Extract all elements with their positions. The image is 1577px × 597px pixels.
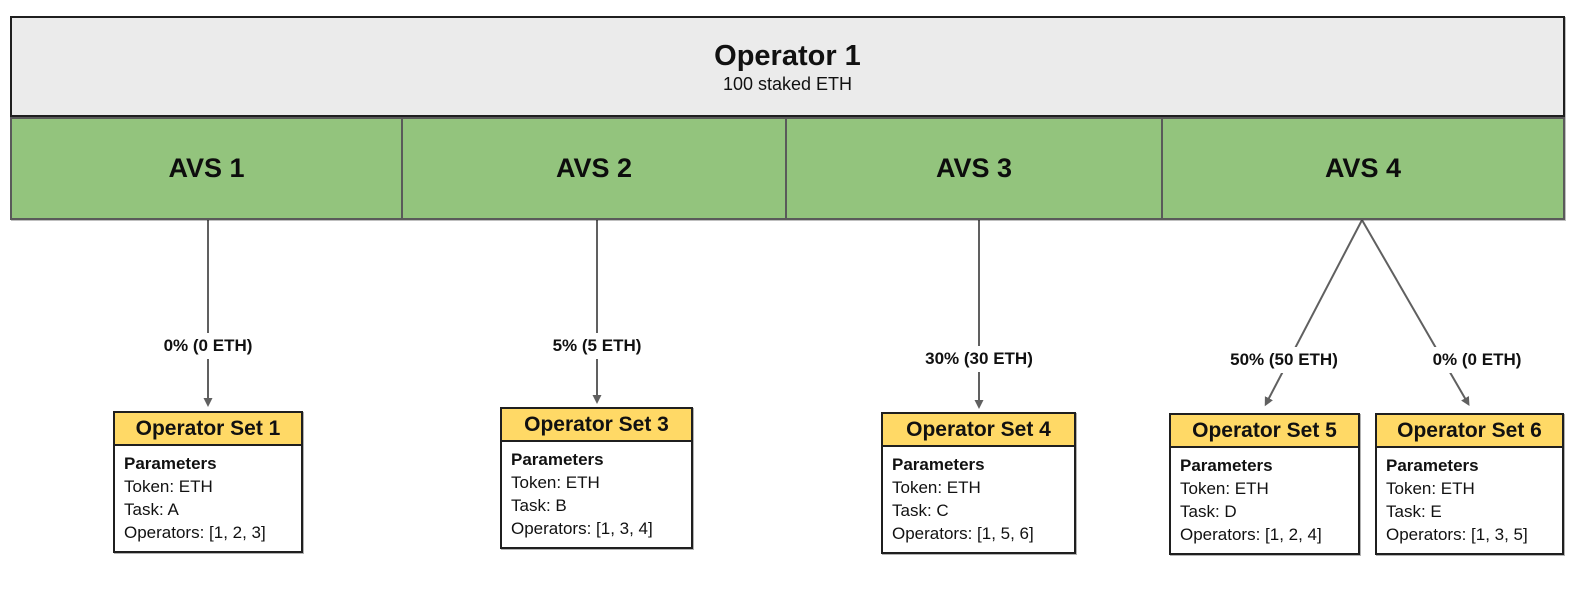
allocation-label-avs4-left: 50% (50 ETH) (1224, 347, 1344, 373)
arrow-avs4-to-set5 (1264, 219, 1363, 407)
operator-set-3-params-heading: Parameters (511, 450, 604, 469)
allocation-label-avs3: 30% (30 ETH) (919, 346, 1039, 372)
operator-set-4-title: Operator Set 4 (883, 414, 1074, 447)
operator-set-5-card: Operator Set 5 Parameters Token: ETH Tas… (1169, 413, 1360, 555)
operator-set-5-token: Token: ETH (1180, 479, 1269, 498)
operator-set-3-title: Operator Set 3 (502, 409, 691, 442)
operator-set-4-params-heading: Parameters (892, 455, 985, 474)
operator-set-1-token: Token: ETH (124, 477, 213, 496)
arrow-avs4-to-set6 (1361, 219, 1470, 407)
operator-set-3-card: Operator Set 3 Parameters Token: ETH Tas… (500, 407, 693, 549)
operator-set-4-operators: Operators: [1, 5, 6] (892, 524, 1034, 543)
operator-set-1-task: Task: A (124, 500, 179, 519)
avs-row: AVS 1 AVS 2 AVS 3 AVS 4 (10, 117, 1565, 220)
operator-set-3-token: Token: ETH (511, 473, 600, 492)
avs-section-2: AVS 2 (400, 119, 785, 218)
operator-box: Operator 1 100 staked ETH (10, 16, 1565, 117)
operator-set-1-title: Operator Set 1 (115, 413, 301, 446)
operator-set-3-operators: Operators: [1, 3, 4] (511, 519, 653, 538)
allocation-label-avs2: 5% (5 ETH) (546, 333, 648, 359)
operator-set-5-params-heading: Parameters (1180, 456, 1273, 475)
operator-set-4-token: Token: ETH (892, 478, 981, 497)
operator-set-5-task: Task: D (1180, 502, 1237, 521)
operator-set-5-title: Operator Set 5 (1171, 415, 1358, 448)
operator-set-4-card: Operator Set 4 Parameters Token: ETH Tas… (881, 412, 1076, 554)
avs-section-4: AVS 4 (1160, 119, 1563, 218)
operator-set-6-card: Operator Set 6 Parameters Token: ETH Tas… (1375, 413, 1564, 555)
operator-set-6-operators: Operators: [1, 3, 5] (1386, 525, 1528, 544)
operator-title: Operator 1 (714, 39, 861, 72)
operator-set-6-task: Task: E (1386, 502, 1442, 521)
operator-set-1-params-heading: Parameters (124, 454, 217, 473)
avs-section-3: AVS 3 (785, 119, 1161, 218)
operator-set-5-operators: Operators: [1, 2, 4] (1180, 525, 1322, 544)
operator-set-6-token: Token: ETH (1386, 479, 1475, 498)
operator-set-1-operators: Operators: [1, 2, 3] (124, 523, 266, 542)
operator-stake-subtitle: 100 staked ETH (722, 73, 853, 94)
allocation-label-avs4-right: 0% (0 ETH) (1426, 347, 1528, 373)
operator-set-1-card: Operator Set 1 Parameters Token: ETH Tas… (113, 411, 303, 553)
allocation-label-avs1: 0% (0 ETH) (157, 333, 259, 359)
operator-set-4-task: Task: C (892, 501, 949, 520)
operator-set-6-params-heading: Parameters (1386, 456, 1479, 475)
operator-set-6-title: Operator Set 6 (1377, 415, 1562, 448)
avs-section-1: AVS 1 (12, 119, 401, 218)
operator-set-3-task: Task: B (511, 496, 567, 515)
